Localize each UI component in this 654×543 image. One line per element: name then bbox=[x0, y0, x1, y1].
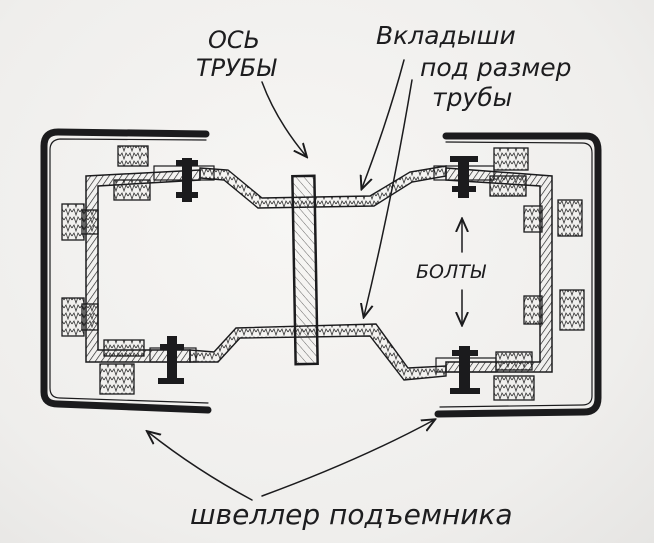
left-nuts bbox=[61, 145, 151, 395]
pipe-axis bbox=[291, 174, 319, 366]
right-channel bbox=[434, 132, 602, 418]
insert-arrow-lower bbox=[364, 79, 413, 316]
axis-label-line2: ТРУБЫ bbox=[196, 54, 277, 82]
arrows bbox=[148, 59, 462, 501]
channel-label: швеллер подъемника bbox=[190, 498, 513, 531]
lower-insert bbox=[189, 323, 447, 381]
bolt-top-left bbox=[153, 158, 215, 202]
right-nuts bbox=[489, 147, 585, 401]
inserts-label-line1: Вкладыши bbox=[376, 21, 516, 50]
bolts-label: БОЛТЫ bbox=[416, 261, 487, 283]
axis-arrow bbox=[261, 81, 306, 156]
right-bracket bbox=[445, 167, 553, 373]
channel-arrow-right bbox=[261, 420, 434, 497]
channel-arrow-left bbox=[148, 432, 253, 501]
upper-insert bbox=[199, 165, 447, 209]
insert-arrow-upper bbox=[362, 59, 405, 188]
left-channel bbox=[40, 128, 212, 414]
bolt-bottom-left bbox=[149, 336, 197, 384]
inserts-label-line3: трубы bbox=[432, 83, 512, 112]
axis-label-line1: ОСЬ bbox=[208, 26, 260, 54]
bolt-bottom-right bbox=[435, 346, 497, 394]
bolt-top-right bbox=[433, 156, 495, 198]
inserts-label-line2: под размер bbox=[420, 53, 571, 82]
